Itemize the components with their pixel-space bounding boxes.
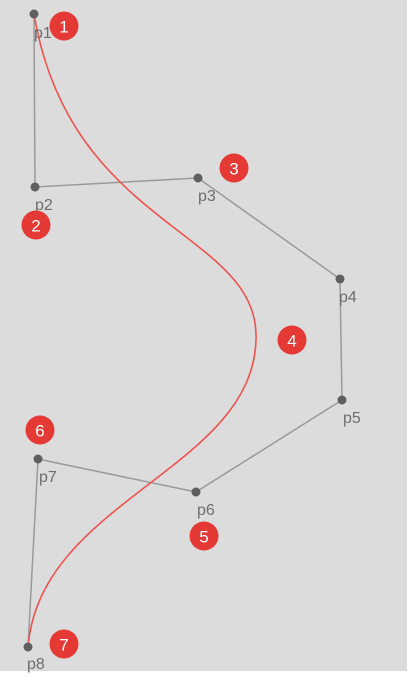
bezier-curve (27, 13, 257, 648)
point-label: p3 (198, 188, 216, 205)
point-marker[interactable] (29, 9, 39, 19)
canvas-panel (0, 0, 407, 671)
badge-6: 6 (25, 415, 55, 445)
badge-7: 7 (49, 629, 79, 659)
badge-number: 2 (31, 217, 40, 236)
badge-5: 5 (189, 521, 219, 551)
point-marker[interactable] (335, 274, 345, 284)
point-marker[interactable] (33, 454, 43, 464)
control-point-p6[interactable]: p6 (191, 487, 215, 520)
point-label: p7 (39, 469, 57, 486)
point-marker[interactable] (193, 173, 203, 183)
badge-number: 3 (229, 160, 238, 179)
control-point-p5[interactable]: p5 (337, 395, 361, 428)
point-marker[interactable] (337, 395, 347, 405)
point-label: p1 (34, 25, 52, 42)
control-point-p4[interactable]: p4 (335, 274, 357, 307)
control-point-p7[interactable]: p7 (33, 454, 57, 487)
badge-number: 7 (59, 636, 68, 655)
point-marker[interactable] (23, 642, 33, 652)
badge-4: 4 (277, 325, 307, 355)
badge-1: 1 (49, 11, 79, 41)
point-marker[interactable] (191, 487, 201, 497)
badge-number: 6 (35, 422, 44, 441)
point-marker[interactable] (30, 182, 40, 192)
badge-3: 3 (219, 153, 249, 183)
point-label: p4 (339, 289, 357, 306)
control-point-p8[interactable]: p8 (23, 642, 45, 674)
control-point-p2[interactable]: p2 (30, 182, 53, 215)
control-point-p1[interactable]: p1 (29, 9, 52, 43)
badge-number: 1 (59, 18, 68, 37)
badge-number: 4 (287, 332, 296, 351)
control-point-p3[interactable]: p3 (193, 173, 216, 206)
point-label: p5 (343, 410, 361, 427)
badge-2: 2 (21, 210, 51, 240)
control-polyline (27, 13, 343, 648)
point-label: p6 (197, 502, 215, 519)
point-label: p2 (35, 197, 53, 214)
point-label: p8 (27, 656, 45, 673)
badge-number: 5 (199, 528, 208, 547)
